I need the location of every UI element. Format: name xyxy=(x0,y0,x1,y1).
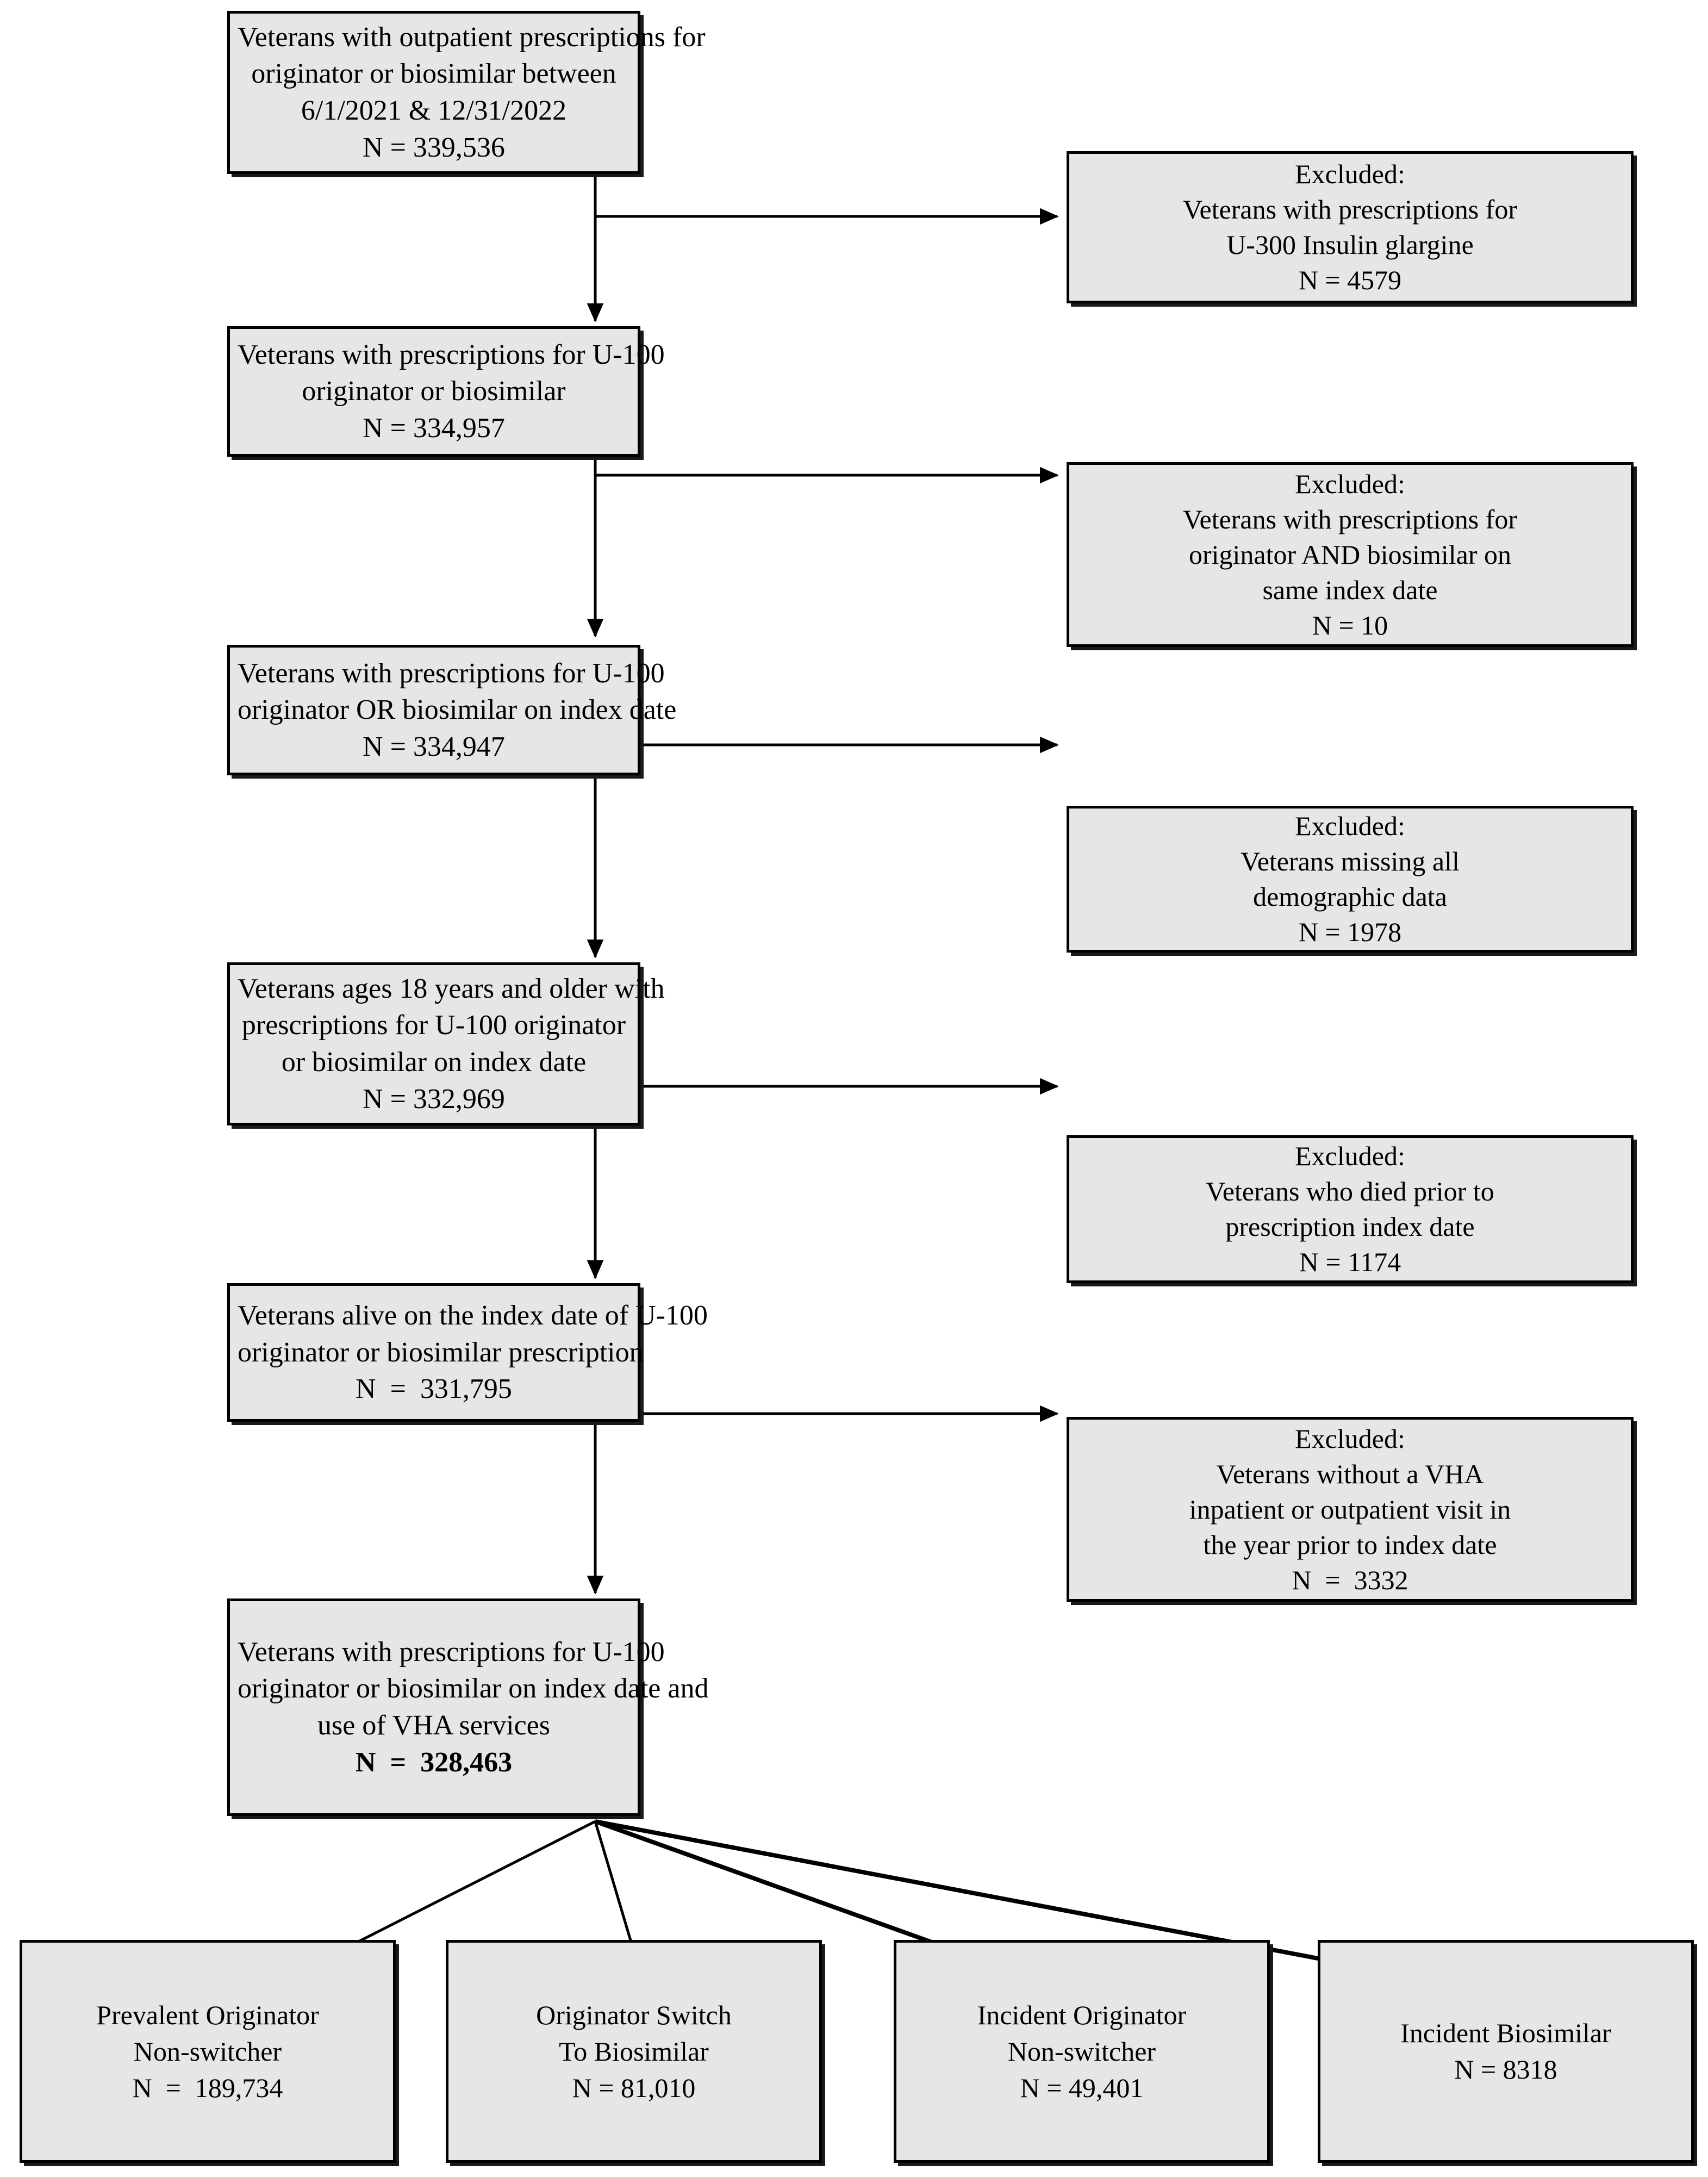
node-line: demographic data xyxy=(1253,881,1447,912)
node-count: N = 331,795 xyxy=(356,1373,512,1405)
node-line: Incident Biosimilar xyxy=(1400,2018,1611,2048)
node-line: Veterans with prescriptions for xyxy=(1182,194,1518,225)
node-excl-missing-demographics[interactable]: Excluded: Veterans missing all demograph… xyxy=(1067,806,1634,953)
node-count: N = 339,536 xyxy=(363,132,505,163)
node-excl-u300[interactable]: Excluded: Veterans with prescriptions fo… xyxy=(1067,151,1634,303)
node-u100-any[interactable]: Veterans with prescriptions for U-100 or… xyxy=(227,326,665,457)
node-line: Veterans alive on the index date of U-10… xyxy=(238,1300,708,1332)
node-line: inpatient or outpatient visit in xyxy=(1189,1494,1511,1525)
node-alive-index[interactable]: Veterans alive on the index date of U-10… xyxy=(227,1283,708,1422)
node-line: originator or biosimilar between xyxy=(251,58,616,90)
node-line: To Biosimilar xyxy=(559,2036,709,2067)
node-count: N = 81,010 xyxy=(572,2072,696,2103)
node-count: N = 8318 xyxy=(1454,2054,1557,2085)
node-line: Excluded: xyxy=(1295,159,1405,189)
node-final-cohort[interactable]: Veterans with prescriptions for U-100 or… xyxy=(227,1598,709,1816)
edge-stage1 xyxy=(587,96,1059,322)
node-line: Veterans with prescriptions for U-100 xyxy=(238,1636,665,1668)
node-line: Veterans missing all xyxy=(1241,846,1460,876)
node-line: Veterans ages 18 years and older with xyxy=(238,973,665,1004)
node-count: N = 4579 xyxy=(1298,265,1402,295)
node-line: Non-switcher xyxy=(1007,2036,1156,2067)
node-incident-originator-non-switcher[interactable]: Incident Originator Non-switcher N = 49,… xyxy=(894,1940,1270,2163)
node-line: same index date xyxy=(1262,574,1438,605)
node-count: N = 334,957 xyxy=(363,412,505,444)
node-line: Originator Switch xyxy=(536,1999,732,2030)
node-excl-no-vha-visit[interactable]: Excluded: Veterans without a VHA inpatie… xyxy=(1067,1417,1634,1602)
edge-stage5 xyxy=(587,1370,1059,1595)
node-count: N = 334,947 xyxy=(363,731,505,762)
node-line: Incident Originator xyxy=(977,1999,1187,2030)
node-line: Veterans with outpatient prescriptions f… xyxy=(238,21,706,53)
node-line: Veterans with prescriptions for xyxy=(1182,503,1518,534)
node-line: Excluded: xyxy=(1295,1141,1405,1171)
node-count: N = 332,969 xyxy=(363,1083,505,1115)
node-line: prescriptions for U-100 originator xyxy=(241,1010,626,1041)
edge-stage4 xyxy=(587,1049,1059,1279)
node-line: Non-switcher xyxy=(133,2036,282,2067)
node-incident-biosimilar[interactable]: Incident Biosimilar N = 8318 xyxy=(1318,1940,1694,2163)
node-line: U-300 Insulin glargine xyxy=(1226,229,1474,260)
node-age-18-plus[interactable]: Veterans ages 18 years and older with pr… xyxy=(227,962,665,1125)
node-line: Excluded: xyxy=(1295,468,1405,499)
node-count: N = 189,734 xyxy=(132,2072,283,2103)
node-line: originator or biosimilar prescription xyxy=(238,1336,644,1368)
node-enrolled-all[interactable]: Veterans with outpatient prescriptions f… xyxy=(227,11,706,174)
node-line: Veterans without a VHA xyxy=(1216,1458,1484,1489)
node-line: 6/1/2021 & 12/31/2022 xyxy=(301,95,567,126)
node-line: use of VHA services xyxy=(317,1710,550,1741)
node-line: originator or biosimilar xyxy=(302,376,566,407)
node-count: N = 328,463 xyxy=(355,1746,513,1778)
node-u100-or-index[interactable]: Veterans with prescriptions for U-100 or… xyxy=(227,645,677,775)
node-line: Veterans with prescriptions for U-100 xyxy=(238,339,665,370)
edge-stage2 xyxy=(587,413,1059,638)
node-count: N = 10 xyxy=(1312,609,1388,640)
node-line: prescription index date xyxy=(1225,1211,1475,1242)
node-count: N = 3332 xyxy=(1292,1564,1408,1595)
node-count: N = 1174 xyxy=(1299,1247,1401,1277)
node-line: Prevalent Originator xyxy=(96,1999,319,2030)
node-line: or biosimilar on index date xyxy=(281,1047,587,1078)
node-count: N = 1978 xyxy=(1298,917,1402,947)
node-prevalent-originator-non-switcher[interactable]: Prevalent Originator Non-switcher N = 18… xyxy=(20,1940,396,2163)
node-line: Veterans with prescriptions for U-100 xyxy=(238,657,665,689)
edge-stage3 xyxy=(587,730,1059,959)
node-line: originator or biosimilar on index date a… xyxy=(238,1673,709,1705)
node-line: originator OR biosimilar on index date xyxy=(238,694,677,726)
node-originator-switch-to-biosimilar[interactable]: Originator Switch To Biosimilar N = 81,0… xyxy=(446,1940,822,2163)
node-line: Veterans who died prior to xyxy=(1206,1176,1494,1206)
node-excl-died-before-index[interactable]: Excluded: Veterans who died prior to pre… xyxy=(1067,1135,1634,1283)
node-line: originator AND biosimilar on xyxy=(1189,539,1511,570)
node-count: N = 49,401 xyxy=(1020,2072,1144,2103)
node-line: Excluded: xyxy=(1295,811,1405,841)
node-line: Excluded: xyxy=(1295,1423,1405,1454)
node-line: the year prior to index date xyxy=(1203,1529,1497,1560)
node-excl-both-same-date[interactable]: Excluded: Veterans with prescriptions fo… xyxy=(1067,462,1634,647)
